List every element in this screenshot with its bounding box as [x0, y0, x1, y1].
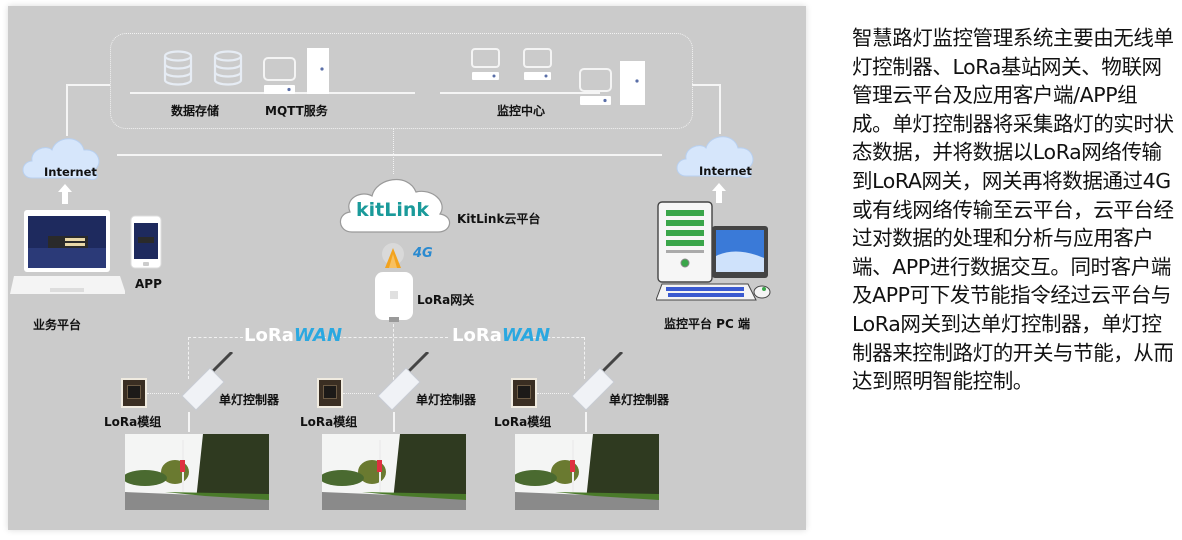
mqtt-service-label: MQTT服务 [265, 104, 328, 118]
connector [584, 337, 585, 379]
connector [719, 84, 721, 134]
lora-module-icon [511, 378, 537, 408]
connector [692, 84, 720, 86]
connector [147, 393, 179, 394]
monitor-center-label: 监控中心 [497, 104, 546, 118]
cell-tower-icon [382, 243, 404, 268]
connector [393, 412, 395, 432]
lorawan-wan-text: WAN [501, 325, 551, 346]
lora-module-label: LoRa模组 [300, 415, 358, 429]
lorawan-lora-text: LoRa [452, 325, 502, 346]
kitlink-logo: kitLink [356, 199, 430, 221]
controller-label: 单灯控制器 [219, 393, 280, 407]
single-light-controller-icon [571, 352, 624, 411]
4g-badge: 4G [413, 246, 433, 261]
phone-icon [130, 215, 162, 269]
server-bus-right [440, 92, 600, 94]
lora-module-label: LoRa模组 [494, 415, 552, 429]
lora-module-icon [317, 378, 343, 408]
controller-label: 单灯控制器 [609, 393, 670, 407]
kitlink-platform-label: KitLink云平台 [457, 212, 541, 226]
connector [393, 128, 394, 174]
monitor-server-icon [579, 61, 645, 105]
single-light-controller-icon [181, 352, 234, 411]
lorawan-logo: LoRaWAN [452, 325, 550, 346]
server-group [110, 33, 693, 129]
lorawan-wan-text: WAN [293, 325, 343, 346]
lora-module-label: LoRa模组 [104, 415, 162, 429]
connector [528, 337, 584, 338]
kitlink-cloud-icon [339, 178, 451, 233]
connector [188, 412, 190, 432]
internet-label-left: Internet [44, 165, 97, 179]
lora-gateway-icon [375, 272, 413, 322]
lora-gateway-label: LoRa网关 [417, 293, 475, 307]
connector [343, 393, 375, 394]
data-storage-label: 数据存储 [171, 104, 220, 118]
connector [585, 412, 587, 432]
connector [537, 393, 569, 394]
internet-cloud-icon [676, 136, 754, 179]
up-arrow-icon [58, 184, 72, 204]
system-description: 智慧路灯监控管理系统主要由无线单灯控制器、LoRa基站网关、物联网管理云平台及应… [852, 26, 1174, 394]
desktop-pc-icon [656, 201, 771, 301]
app-label: APP [135, 277, 162, 291]
main-bus-line [117, 154, 662, 156]
lora-module-icon [121, 378, 147, 408]
street-light-photo [125, 434, 269, 510]
up-arrow-icon [712, 183, 726, 203]
connector [393, 324, 394, 380]
mqtt-server-icon [263, 48, 329, 94]
street-light-photo [515, 434, 659, 510]
database-icon [163, 50, 193, 86]
internet-label-right: Internet [699, 164, 752, 178]
business-platform-label: 业务平台 [33, 318, 82, 332]
connector [318, 337, 448, 338]
connector [66, 84, 110, 86]
internet-cloud-icon [22, 138, 100, 181]
laptop-icon [10, 210, 125, 294]
lorawan-lora-text: LoRa [244, 325, 294, 346]
street-light-photo [322, 434, 466, 510]
single-light-controller-icon [377, 352, 430, 411]
lorawan-logo: LoRaWAN [244, 325, 342, 346]
monitor-center-icon [471, 48, 552, 80]
connector [188, 337, 243, 338]
connector [66, 84, 68, 136]
controller-label: 单灯控制器 [416, 393, 477, 407]
connector [188, 337, 189, 379]
pc-monitor-label: 监控平台 PC 端 [664, 317, 750, 331]
database-icon [213, 50, 243, 86]
